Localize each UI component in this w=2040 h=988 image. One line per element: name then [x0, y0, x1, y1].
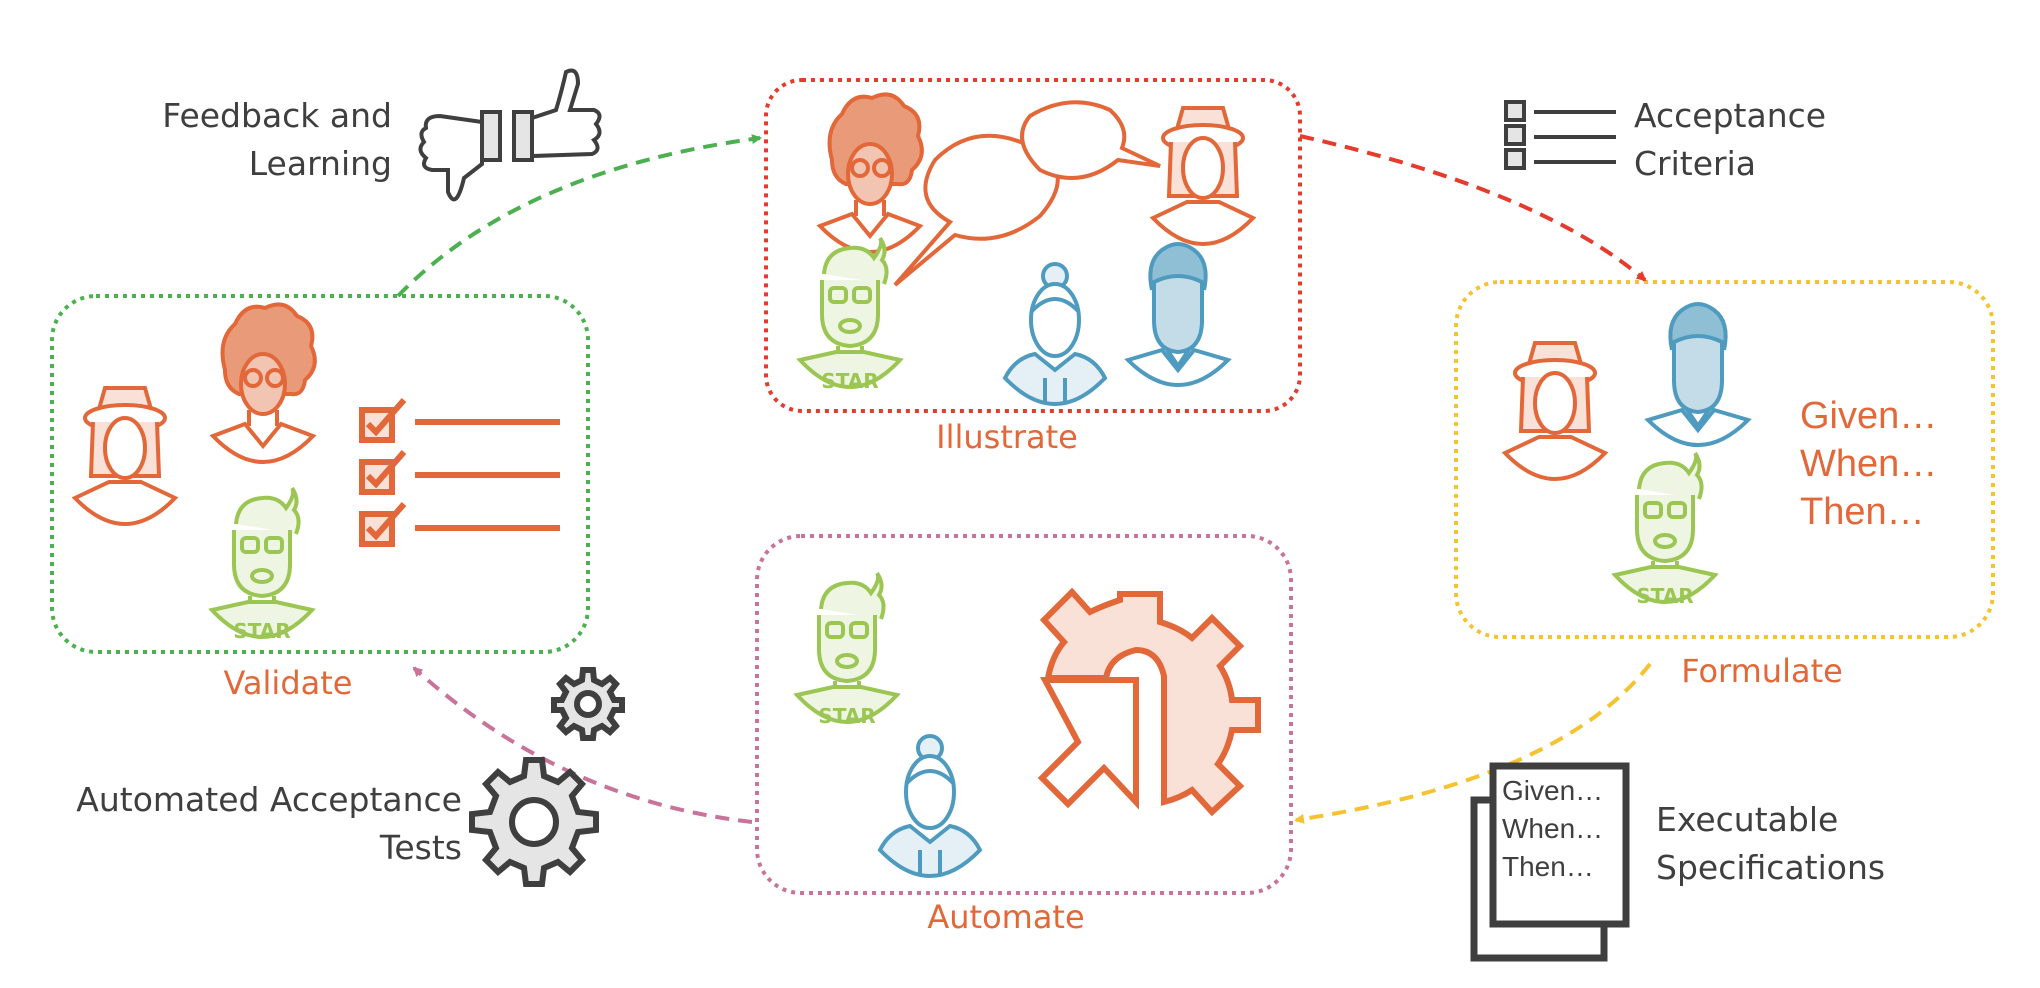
checklist-icon: [1504, 100, 1616, 170]
spec-doc-when: When…: [1502, 813, 1604, 844]
automate-box: [755, 534, 1293, 895]
persona-hat: [1151, 106, 1255, 246]
persona-hat: [1503, 341, 1607, 481]
executable-specs-label-line1: Executable: [1656, 800, 1839, 839]
checklist-icon: [359, 398, 560, 547]
persona-curly-hair: [818, 92, 924, 254]
arrow-formulate-to-automate: [1294, 662, 1652, 824]
arrow-illustrate-to-formulate: [1299, 134, 1647, 282]
persona-bun: [1003, 262, 1107, 406]
persona-man: [1126, 242, 1230, 387]
thumbs-up-down-icon: [418, 68, 602, 202]
document-stack-icon: [1470, 762, 1630, 962]
gherkin-when: When…: [1800, 443, 1938, 485]
gherkin-given: Given…: [1800, 395, 1938, 437]
persona-man: [1646, 302, 1750, 447]
acceptance-criteria-label-line1: Acceptance: [1634, 96, 1827, 135]
formulate-box: [1454, 280, 1995, 639]
stage-title-automate: Automate: [927, 898, 1085, 936]
persona-star: [795, 571, 899, 730]
speech-bubble-icon: [1020, 100, 1161, 180]
persona-bun: [878, 734, 982, 878]
persona-star: [210, 486, 314, 645]
spec-doc-then: Then…: [1502, 851, 1594, 882]
persona-star: [1613, 451, 1717, 610]
persona-hat: [73, 386, 177, 526]
stage-title-illustrate: Illustrate: [936, 418, 1078, 456]
persona-curly-hair: [211, 302, 317, 464]
stage-title-formulate: Formulate: [1681, 652, 1843, 690]
gherkin-then: Then…: [1800, 491, 1925, 533]
validate-box: [50, 294, 590, 654]
feedback-label-line2: Learning: [248, 144, 392, 183]
acceptance-criteria-label-line2: Criteria: [1634, 144, 1756, 183]
executable-specs-label-line2: Specifications: [1656, 848, 1886, 887]
automation-gear-icon: [1037, 587, 1261, 817]
automated-tests-label-line1: Automated Acceptance: [76, 780, 462, 819]
gears-icon: [469, 667, 625, 887]
spec-doc-given: Given…: [1502, 775, 1604, 806]
automated-tests-label-line2: Tests: [379, 828, 462, 867]
feedback-label-line1: Feedback and: [162, 96, 392, 135]
arrow-validate-to-illustrate: [396, 134, 762, 298]
stage-title-validate: Validate: [223, 664, 353, 702]
persona-star: [798, 236, 902, 395]
illustrate-box: [764, 78, 1302, 413]
